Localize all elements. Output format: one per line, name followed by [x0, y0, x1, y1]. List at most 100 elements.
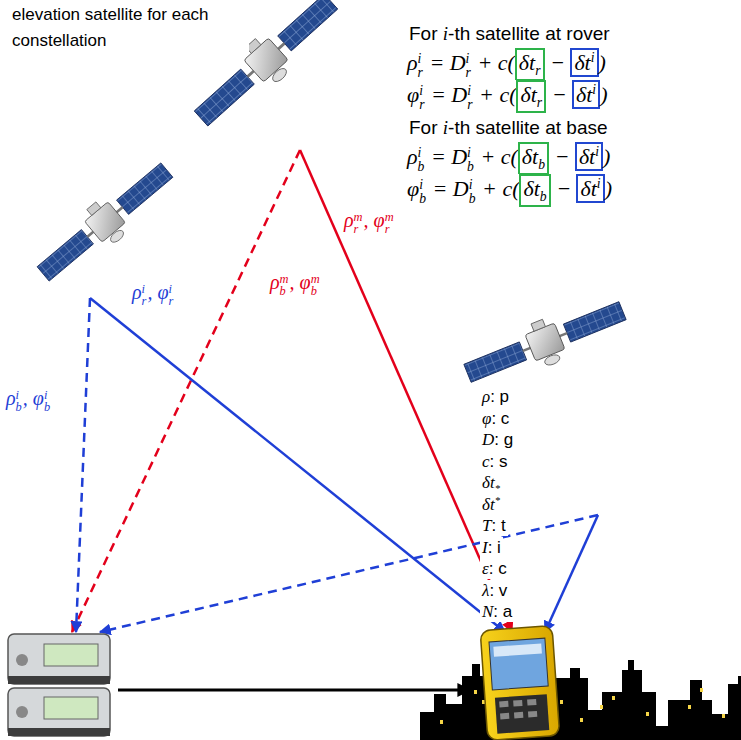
index-stack: mb — [311, 273, 320, 298]
subscript: r — [385, 223, 394, 235]
math-symbol: λ — [482, 581, 489, 600]
highlight-box: δti — [576, 174, 604, 203]
math-symbol: − — [551, 176, 577, 201]
math-symbol: = D — [425, 144, 467, 169]
note-text: elevation satellite for each constellati… — [10, 2, 249, 54]
math-symbol: φ — [407, 176, 419, 201]
subscript: r — [537, 95, 542, 110]
math-symbol: φ — [482, 409, 491, 428]
subscript: b — [16, 401, 22, 413]
index-stack: ib — [44, 389, 50, 414]
index-stack: mr — [354, 211, 363, 236]
carrier-phase-equation: φir = Dir + c(δtr − δti) — [405, 80, 609, 113]
superscript: i — [418, 146, 425, 160]
superscript: i — [597, 176, 601, 191]
superscript: i — [169, 283, 174, 295]
city-skyline — [420, 660, 741, 740]
signal-lines — [72, 150, 598, 690]
math-symbol: ρ — [407, 144, 418, 169]
index-stack: ir — [418, 52, 423, 79]
subscript: * — [495, 483, 500, 494]
math-symbol: ) — [603, 144, 610, 169]
text-run: -th satellite at base — [448, 117, 607, 138]
math-symbol: δt — [482, 495, 495, 514]
math-symbol: ) — [599, 50, 606, 75]
math-symbol: ) — [605, 176, 612, 201]
math-symbol: ) — [600, 82, 607, 107]
subscript: b — [538, 157, 545, 172]
math-symbol: + c( — [475, 144, 518, 169]
math-symbol: , φ — [23, 387, 44, 409]
subscript: b — [418, 160, 425, 174]
text-run: For — [409, 117, 443, 138]
math-symbol: I — [482, 538, 488, 557]
symbol-definition: δt* — [480, 472, 502, 495]
symbol-definition: D: g — [480, 429, 515, 450]
text-run: elevation satellite for each constellati… — [12, 5, 209, 50]
math-symbol: δt — [519, 50, 535, 75]
subscript: b — [467, 160, 474, 174]
symbol-definition: λ: v — [480, 580, 509, 601]
text-run: : s — [490, 452, 508, 471]
highlight-box: δtb — [518, 142, 549, 174]
equation-heading: For i-th satellite at rover — [407, 22, 612, 46]
math-symbol: δt — [482, 473, 495, 492]
math-symbol: δt — [574, 50, 590, 75]
index-stack: ir — [142, 283, 147, 308]
symbol-definition: δt* — [480, 494, 502, 516]
subscript: r — [169, 295, 174, 307]
index-stack: ir — [419, 84, 424, 111]
symbol-definition: ρ: p — [480, 386, 511, 407]
superscript: m — [385, 211, 394, 223]
math-symbol: − — [545, 50, 571, 75]
subscript: b — [469, 192, 476, 206]
math-symbol: + c( — [477, 176, 520, 201]
satellite — [459, 290, 631, 395]
math-symbol: + c( — [472, 50, 515, 75]
superscript: i — [44, 389, 50, 401]
math-symbol: , φ — [364, 209, 385, 231]
math-symbol: δt — [523, 176, 539, 201]
highlight-box: δtb — [519, 174, 550, 206]
signal-label: ρmr, φmr — [342, 208, 397, 236]
superscript: i — [418, 52, 423, 66]
superscript: i — [419, 84, 424, 98]
math-symbol: δt — [580, 176, 596, 201]
subscript: r — [467, 98, 472, 112]
symbol-definition: T: t — [480, 515, 508, 536]
index-stack: ib — [418, 146, 425, 173]
signal-label: ρmb, φmb — [268, 270, 323, 298]
text-run: : a — [493, 602, 512, 621]
subscript: b — [540, 189, 547, 204]
superscript: i — [419, 178, 426, 192]
math-symbol: ε — [482, 559, 489, 578]
highlight-box: δtr — [516, 80, 546, 112]
text-run: : t — [491, 516, 505, 535]
index-stack: ib — [469, 178, 476, 205]
symbol-definition: c: s — [480, 451, 510, 472]
subscript: b — [311, 285, 320, 297]
index-stack: ir — [169, 283, 174, 308]
signal-label: ρib, φib — [4, 386, 53, 414]
math-symbol: ρ — [407, 50, 418, 75]
signal-label: ρir, φir — [130, 280, 176, 308]
index-stack: ib — [467, 146, 474, 173]
subscript: b — [419, 192, 426, 206]
subscript: r — [354, 223, 363, 235]
symbol-definition: I: i — [480, 537, 503, 558]
superscript: i — [591, 50, 595, 65]
rover-receiver — [480, 626, 559, 740]
math-symbol: i — [443, 117, 448, 138]
index-stack: ir — [466, 52, 471, 79]
math-symbol: ρ — [344, 209, 354, 231]
math-symbol: − — [546, 82, 572, 107]
superscript: i — [16, 389, 22, 401]
subscript: r — [419, 98, 424, 112]
subscript: b — [44, 401, 50, 413]
subscript: b — [280, 285, 289, 297]
math-symbol: δt — [522, 144, 538, 169]
text-run: -th satellite at rover — [448, 23, 610, 44]
math-symbol: φ — [407, 82, 419, 107]
math-symbol: ρ — [6, 387, 16, 409]
